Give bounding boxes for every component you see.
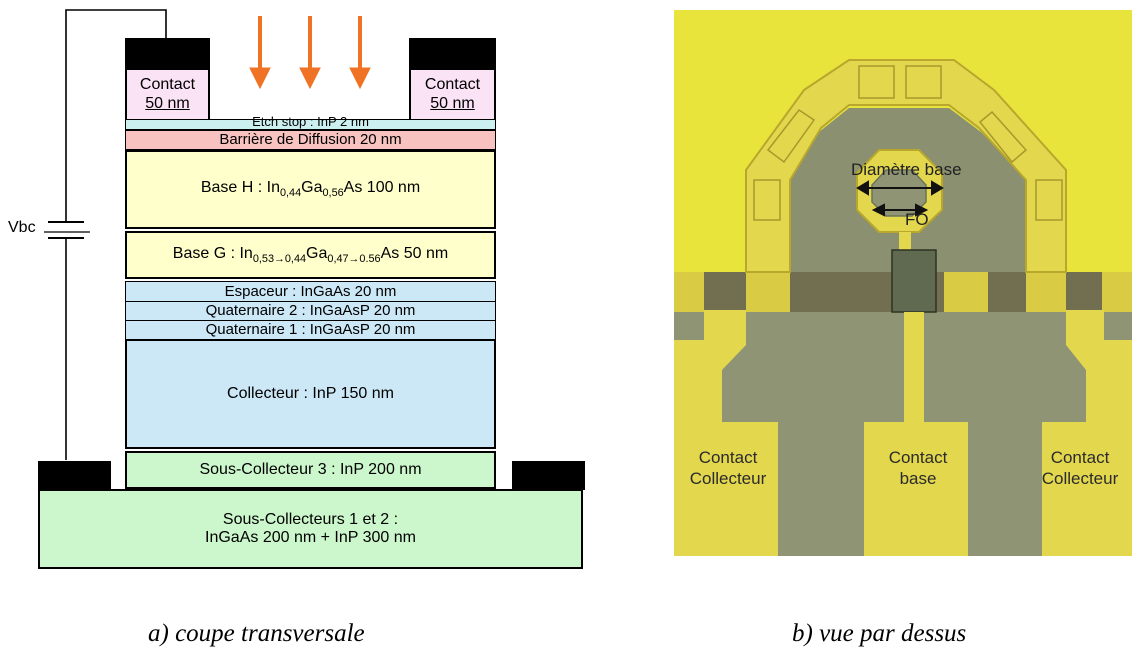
pad-base (864, 422, 968, 556)
contact-layer-right: Contact 50 nm (409, 68, 496, 121)
sous-collecteurs12-layer: Sous-Collecteurs 1 et 2 : InGaAs 200 nm … (38, 489, 583, 569)
bottom-metal-contact-right (512, 461, 585, 490)
caption-a: a) coupe transversale (148, 620, 365, 647)
vbc-label: Vbc (8, 219, 36, 236)
base-h-label: Base H : In0,44Ga0,56As 100 nm (200, 179, 421, 200)
quaternaire2-label: Quaternaire 2 : InGaAsP 20 nm (205, 302, 416, 320)
fo-label: FO (905, 210, 929, 229)
collecteur-layer: Collecteur : InP 150 nm (125, 339, 496, 449)
barriere-diffusion-layer: Barrière de Diffusion 20 nm (125, 130, 496, 150)
base-h-layer: Base H : In0,44Ga0,56As 100 nm (125, 150, 496, 229)
barriere-label: Barrière de Diffusion 20 nm (219, 131, 402, 149)
diametre-base-label: Diamètre base (851, 160, 962, 179)
contact-base-label: Contact base (888, 448, 948, 489)
collecteur-label: Collecteur : InP 150 nm (227, 384, 394, 402)
bottom-metal-contact-left (38, 461, 111, 490)
contact-right-line1: Contact (424, 76, 481, 94)
quaternaire2-layer: Quaternaire 2 : InGaAsP 20 nm (125, 301, 496, 321)
quaternaire1-label: Quaternaire 1 : InGaAsP 20 nm (205, 321, 416, 339)
arrow-head-3 (349, 67, 371, 90)
sous-collecteurs12-line2: InGaAs 200 nm + InP 300 nm (205, 529, 416, 546)
base-line (904, 312, 924, 432)
collector-arm-left (674, 310, 746, 430)
emitter-octagon (871, 169, 927, 217)
metal-contact-right (409, 38, 496, 68)
top-view-photo (674, 10, 1132, 556)
diameter-arrow (856, 180, 944, 196)
espaceur-layer: Espaceur : InGaAs 20 nm (125, 281, 496, 302)
collector-arm-right (1066, 310, 1132, 430)
arrow-head-2 (299, 67, 321, 90)
contact-collecteur-left-label: Contact Collecteur (689, 448, 767, 489)
etch-stop-layer: Etch stop : InP 2 nm (125, 114, 496, 130)
pad-collecteur-right (1042, 422, 1132, 556)
sous-collecteurs12-line1: Sous-Collecteurs 1 et 2 : (222, 510, 399, 528)
caption-b: b) vue par dessus (792, 620, 967, 647)
contact-left-line1: Contact (139, 76, 196, 94)
pad-collecteur-left (674, 422, 778, 556)
arrow-head-1 (249, 67, 271, 90)
quaternaire1-layer: Quaternaire 1 : InGaAsP 20 nm (125, 320, 496, 340)
metal-contact-left (125, 38, 210, 68)
etch-stop-label: Etch stop : InP 2 nm (252, 114, 369, 129)
base-g-layer: Base G : In0,53→0,44Ga0,47→0.56As 50 nm (125, 231, 496, 279)
base-g-label: Base G : In0,53→0,44Ga0,47→0.56As 50 nm (172, 244, 449, 265)
sous-collecteur3-label: Sous-Collecteur 3 : InP 200 nm (199, 460, 422, 478)
contact-collecteur-right-label: Contact Collecteur (1041, 448, 1119, 489)
sous-collecteur3-layer: Sous-Collecteur 3 : InP 200 nm (125, 451, 496, 489)
contact-left-line2: 50 nm (145, 94, 190, 112)
contact-right-line2: 50 nm (430, 94, 475, 112)
illumination-arrows (249, 16, 371, 90)
base-neck (891, 249, 937, 313)
contact-layer-left: Contact 50 nm (125, 68, 210, 121)
arch-metal (745, 59, 1067, 273)
espaceur-label: Espaceur : InGaAs 20 nm (224, 282, 397, 300)
fo-arrow (871, 203, 929, 217)
bias-wiring (44, 9, 167, 460)
